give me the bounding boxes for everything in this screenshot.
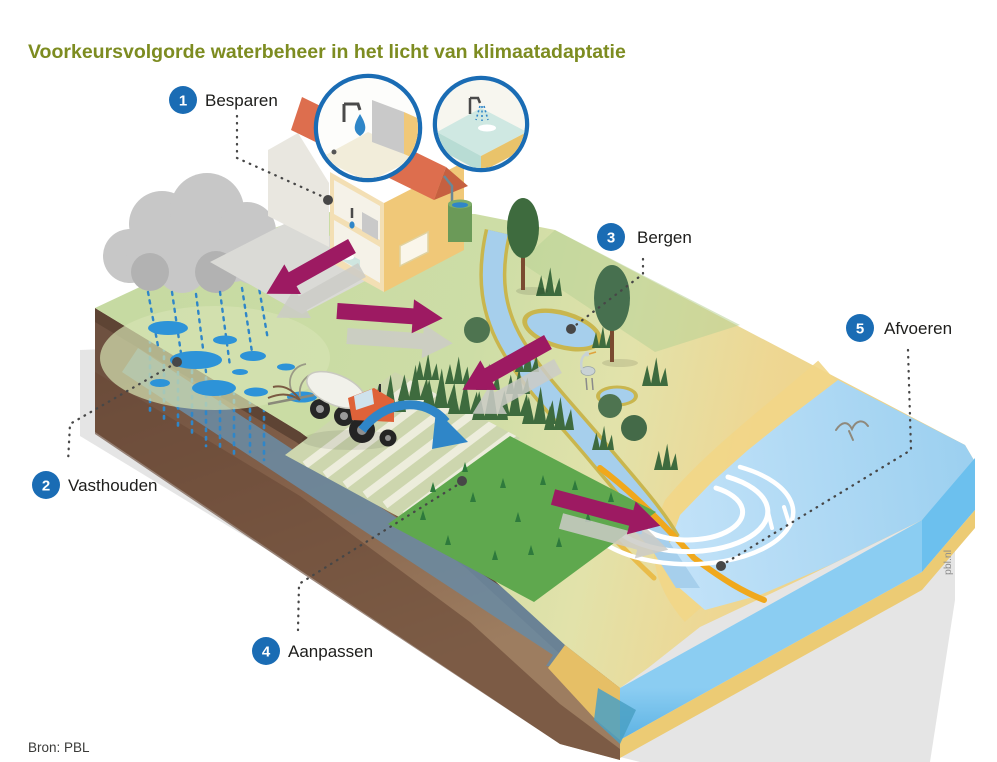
- step-5-number: 5: [856, 321, 864, 338]
- magnifier-tap-icon: [313, 73, 423, 183]
- bush-icon: [621, 415, 647, 441]
- step-2-badge: [32, 471, 60, 499]
- seagull-icon: [835, 420, 869, 441]
- sea-block-faces: [548, 458, 975, 758]
- bathroom-lower: [334, 220, 380, 283]
- blue-curved-arrow: [358, 400, 468, 449]
- step-1-badge: [169, 86, 197, 114]
- step-5-badge: [846, 314, 874, 342]
- trees: [464, 198, 647, 441]
- anchor-dot-5: [716, 561, 726, 571]
- step-1-label: Besparen: [205, 91, 278, 110]
- anchor-dot-4: [457, 476, 467, 486]
- step-4-label: Aanpassen: [288, 642, 373, 661]
- step-3-label: Bergen: [637, 228, 692, 247]
- leader-line-1: [235, 114, 330, 201]
- dike-right-bank: [597, 465, 767, 603]
- anchor-dot-2: [172, 357, 182, 367]
- source-note: Bron: PBL: [28, 740, 90, 755]
- arrow-to-sea: [550, 489, 661, 535]
- bush-icon: [598, 394, 622, 418]
- arrow-besparen: [266, 239, 356, 295]
- leader-line-4: [296, 480, 464, 632]
- step-5: 5 Afvoeren: [716, 314, 952, 571]
- adaptation-field: [388, 436, 656, 602]
- step-2: 2 Vasthouden: [32, 357, 182, 499]
- arrow-middle: [336, 299, 443, 334]
- tractor-sprayer: [267, 363, 398, 450]
- groundwater-arrow: [122, 348, 600, 668]
- step-2-label: Vasthouden: [68, 476, 157, 495]
- sea: [668, 380, 975, 610]
- tree-icon: [507, 198, 539, 258]
- anchor-dot-3: [566, 324, 576, 334]
- leader-line-2: [66, 361, 178, 464]
- house-left-gable: [268, 133, 329, 247]
- heron-icon: [579, 351, 597, 391]
- step-4: 4 Aanpassen: [252, 476, 467, 665]
- brand-watermark: pbl.nl: [942, 550, 954, 575]
- step-1-number: 1: [179, 93, 187, 110]
- tree-icon: [594, 265, 630, 331]
- bush-icon: [464, 317, 490, 343]
- arrow-to-reeds: [462, 335, 552, 391]
- page-title: Voorkeursvolgorde waterbeheer in het lic…: [28, 41, 626, 63]
- step-2-number: 2: [42, 478, 50, 495]
- waves: [594, 464, 796, 567]
- step-4-badge: [252, 637, 280, 665]
- grass-shade: [520, 230, 740, 352]
- step-3: 3 Bergen: [566, 223, 692, 334]
- dead-branch: [267, 385, 301, 401]
- window: [399, 230, 429, 268]
- step-3-badge: [597, 223, 625, 251]
- step-5-label: Afvoeren: [884, 319, 952, 338]
- step-1: 1 Besparen: [169, 86, 333, 205]
- leader-line-3: [570, 257, 645, 330]
- rain-barrel: [448, 204, 472, 242]
- anchor-dot-1: [323, 195, 333, 205]
- step-4-number: 4: [262, 644, 271, 661]
- flow-arrows: [266, 239, 669, 559]
- downpipe: [443, 175, 454, 202]
- magnifier-shower-icon: [432, 75, 530, 173]
- step-3-number: 3: [607, 230, 615, 247]
